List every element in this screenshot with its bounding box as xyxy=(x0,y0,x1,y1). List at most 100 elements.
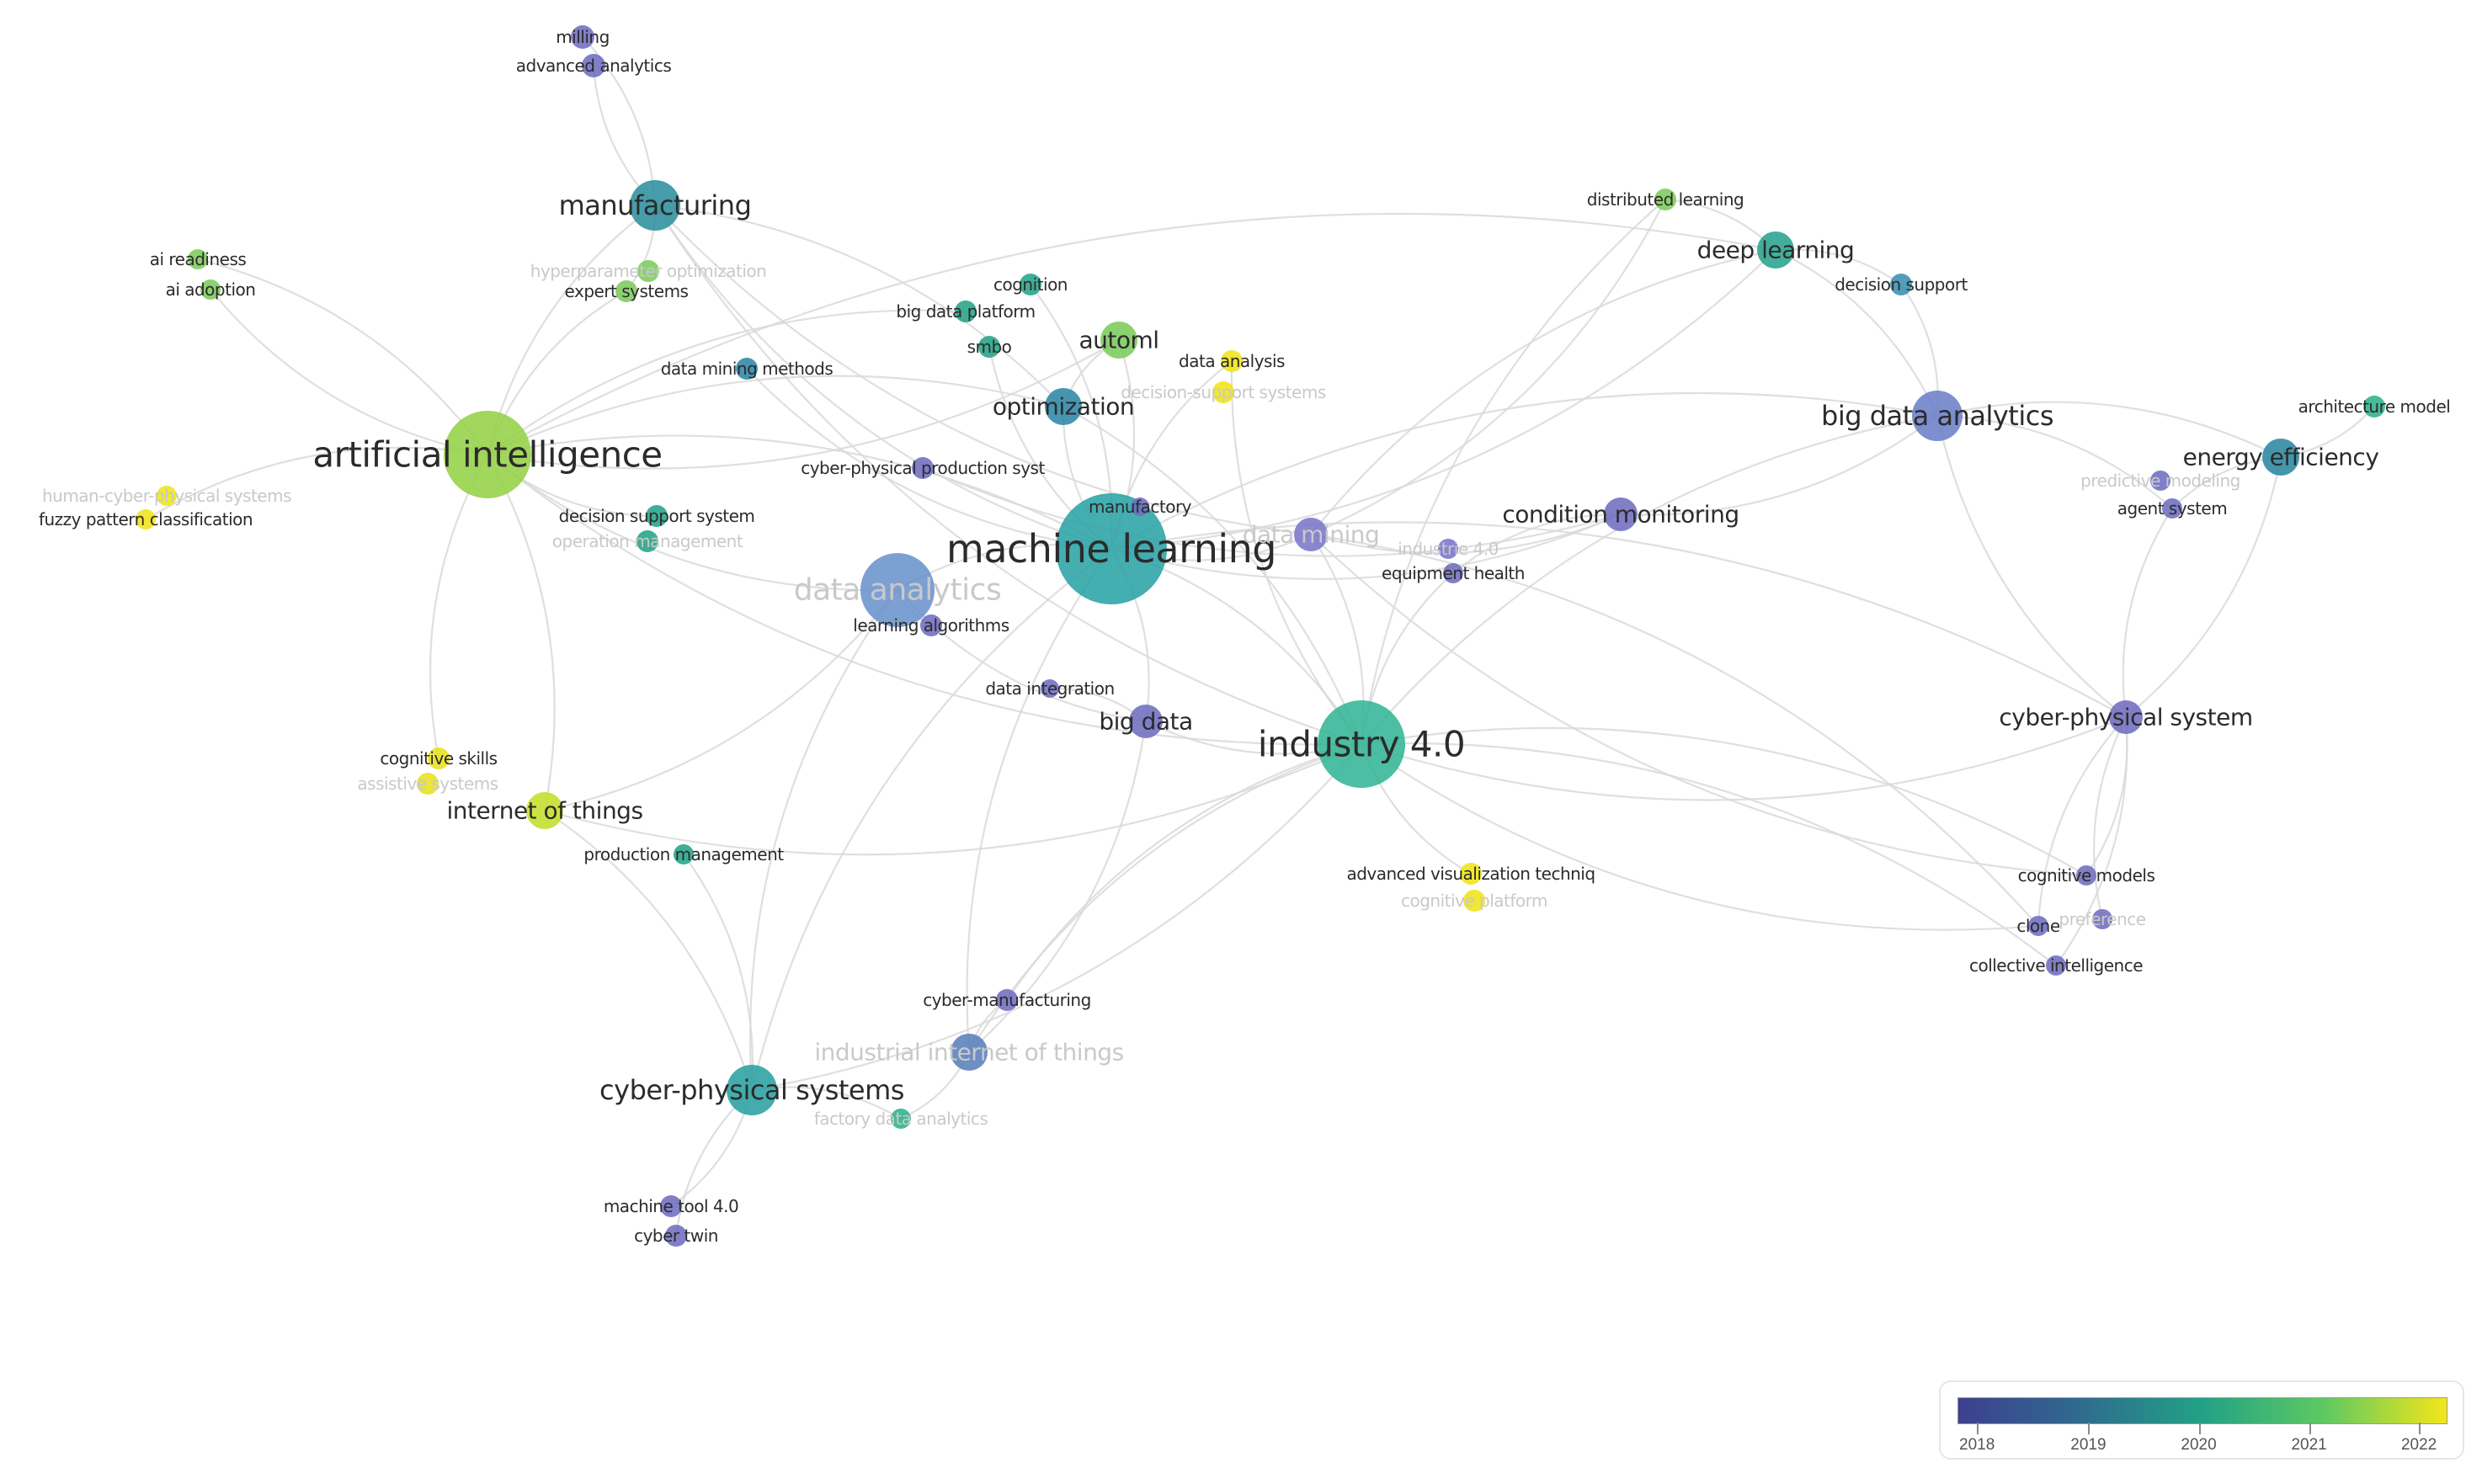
node-cognitive-models[interactable] xyxy=(2076,865,2096,886)
node-condition-monitoring[interactable] xyxy=(1604,497,1638,531)
node-label-decision-support[interactable]: decision support xyxy=(1835,274,1968,295)
node-assistive-systems[interactable] xyxy=(417,773,439,795)
node-label-cyber-twin[interactable]: cyber twin xyxy=(634,1226,718,1246)
node-decision-support-systems[interactable] xyxy=(1212,381,1234,403)
node-deep-learning[interactable] xyxy=(1757,231,1794,269)
node-label-advanced-visualization-techniq[interactable]: advanced visualization techniq xyxy=(1346,864,1595,884)
node-label-data-integration[interactable]: data integration xyxy=(985,678,1115,699)
node-label-cyber-physical-production-syst[interactable]: cyber-physical production syst xyxy=(801,458,1045,478)
node-label-smbo[interactable]: smbo xyxy=(967,337,1012,357)
node-label-industry-40[interactable]: industry 4.0 xyxy=(1257,723,1466,765)
node-label-operation-management[interactable]: operation management xyxy=(551,531,743,551)
node-equipment-health[interactable] xyxy=(1443,563,1463,583)
node-hyperparameter-optimization[interactable] xyxy=(637,260,659,282)
node-smbo[interactable] xyxy=(978,336,1000,358)
node-label-big-data[interactable]: big data xyxy=(1099,707,1193,736)
node-industry-40[interactable] xyxy=(1318,700,1405,788)
node-internet-of-things[interactable] xyxy=(526,792,563,829)
node-label-cognitive-models[interactable]: cognitive models xyxy=(2017,865,2155,886)
node-data-integration[interactable] xyxy=(1041,679,1059,698)
node-label-cognition[interactable]: cognition xyxy=(993,274,1068,295)
node-factory-data-analytics[interactable] xyxy=(891,1109,911,1129)
node-production-management[interactable] xyxy=(674,844,694,864)
node-fuzzy-pattern-classification[interactable] xyxy=(136,509,156,529)
node-label-energy-efficiency[interactable]: energy efficiency xyxy=(2182,443,2379,471)
node-label-collective-intelligence[interactable]: collective intelligence xyxy=(1968,955,2144,976)
node-big-data-platform[interactable] xyxy=(955,301,977,322)
node-big-data-analytics[interactable] xyxy=(1912,391,1963,441)
node-label-deep-learning[interactable]: deep learning xyxy=(1696,236,1855,264)
node-manufacturing[interactable] xyxy=(630,180,680,231)
node-learning-algorithms[interactable] xyxy=(920,614,942,636)
node-label-milling[interactable]: milling xyxy=(556,27,610,47)
node-industrial-iot[interactable] xyxy=(951,1034,988,1071)
node-label-architecture-model[interactable]: architecture model xyxy=(2298,396,2451,417)
node-label-decision-support-systems[interactable]: decision-support systems xyxy=(1121,382,1326,402)
node-label-manufacturing[interactable]: manufacturing xyxy=(558,189,752,221)
node-label-big-data-platform[interactable]: big data platform xyxy=(896,301,1036,322)
node-collective-intelligence[interactable] xyxy=(2046,955,2066,976)
node-label-production-management[interactable]: production management xyxy=(583,844,784,864)
node-human-cps[interactable] xyxy=(157,486,177,506)
node-label-data-analysis[interactable]: data analysis xyxy=(1179,351,1285,371)
node-label-cyber-physical-system[interactable]: cyber-physical system xyxy=(1999,703,2253,731)
node-label-decision-support-system[interactable]: decision support system xyxy=(558,506,755,526)
node-cyber-manufacturing[interactable] xyxy=(996,989,1018,1011)
node-ai-readiness[interactable] xyxy=(188,249,208,269)
node-label-artificial-intelligence[interactable]: artificial intelligence xyxy=(312,433,663,476)
node-label-human-cps[interactable]: human-cyber-physical systems xyxy=(41,486,292,506)
node-label-machine-tool-40[interactable]: machine tool 4.0 xyxy=(603,1196,739,1216)
node-label-fuzzy-pattern-classification[interactable]: fuzzy pattern classification xyxy=(38,509,253,529)
node-label-big-data-analytics[interactable]: big data analytics xyxy=(1821,400,2053,432)
node-cyber-physical-system[interactable] xyxy=(2109,700,2143,734)
node-cognitive-platform[interactable] xyxy=(1463,890,1485,912)
node-label-predictive-modeling[interactable]: predictive modeling xyxy=(2080,471,2240,491)
node-data-mining[interactable] xyxy=(1294,518,1328,551)
node-label-equipment-health[interactable]: equipment health xyxy=(1382,563,1525,583)
node-milling[interactable] xyxy=(571,25,594,49)
node-label-cyber-physical-systems[interactable]: cyber-physical systems xyxy=(599,1074,904,1106)
node-label-manufactory[interactable]: manufactory xyxy=(1088,497,1192,517)
node-label-ai-readiness[interactable]: ai readiness xyxy=(149,249,247,269)
node-label-hyperparameter-optimization[interactable]: hyperparameter optimization xyxy=(530,261,767,281)
node-big-data[interactable] xyxy=(1129,705,1163,738)
node-ai-adoption[interactable] xyxy=(200,279,221,300)
node-manufactory[interactable] xyxy=(1131,497,1149,516)
node-label-advanced-analytics[interactable]: advanced analytics xyxy=(515,56,672,76)
node-cognition[interactable] xyxy=(1020,274,1041,295)
node-machine-learning[interactable] xyxy=(1056,493,1167,604)
node-machine-tool-40[interactable] xyxy=(660,1195,682,1217)
node-label-cognitive-skills[interactable]: cognitive skills xyxy=(380,748,498,769)
node-cognitive-skills[interactable] xyxy=(428,747,450,769)
node-label-automl[interactable]: automl xyxy=(1079,326,1159,354)
node-label-cognitive-platform[interactable]: cognitive platform xyxy=(1400,891,1548,911)
node-label-factory-data-analytics[interactable]: factory data analytics xyxy=(813,1109,988,1129)
node-label-assistive-systems[interactable]: assistive systems xyxy=(357,774,498,794)
node-label-data-analytics[interactable]: data analytics xyxy=(793,572,1002,608)
node-label-expert-systems[interactable]: expert systems xyxy=(564,281,689,301)
node-automl[interactable] xyxy=(1100,322,1137,359)
node-label-agent-system[interactable]: agent system xyxy=(2117,498,2228,519)
node-operation-management[interactable] xyxy=(636,530,658,552)
node-label-industrial-iot[interactable]: industrial internet of things xyxy=(814,1038,1124,1066)
node-distributed-learning[interactable] xyxy=(1654,189,1676,210)
node-data-analytics[interactable] xyxy=(860,553,935,627)
node-label-machine-learning[interactable]: machine learning xyxy=(946,526,1276,572)
node-label-learning-algorithms[interactable]: learning algorithms xyxy=(853,615,1009,636)
node-energy-efficiency[interactable] xyxy=(2262,439,2299,476)
node-artificial-intelligence[interactable] xyxy=(444,411,531,498)
node-data-analysis[interactable] xyxy=(1221,350,1243,372)
node-label-internet-of-things[interactable]: internet of things xyxy=(446,796,643,825)
node-label-clone[interactable]: clone xyxy=(2016,916,2060,936)
node-label-distributed-learning[interactable]: distributed learning xyxy=(1586,189,1744,210)
node-industrie-40[interactable] xyxy=(1438,539,1458,559)
node-optimization[interactable] xyxy=(1045,388,1082,425)
node-cyber-physical-production-syst[interactable] xyxy=(912,457,934,479)
node-advanced-visualization-techniq[interactable] xyxy=(1460,863,1482,885)
node-label-data-mining-methods[interactable]: data mining methods xyxy=(660,359,834,379)
node-predictive-modeling[interactable] xyxy=(2150,471,2170,491)
node-decision-support[interactable] xyxy=(1890,274,1912,295)
node-clone[interactable] xyxy=(2028,916,2048,936)
node-preference[interactable] xyxy=(2092,909,2112,929)
